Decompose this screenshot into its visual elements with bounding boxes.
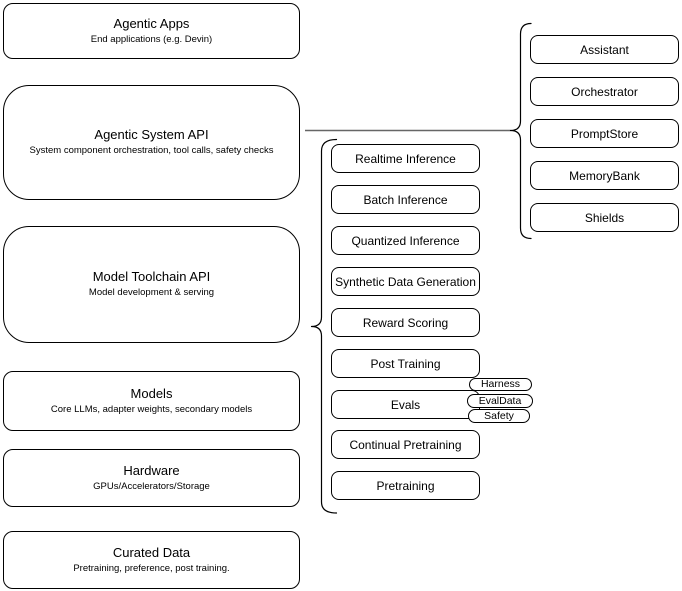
box-model-toolchain-api: Model Toolchain API Model development & … xyxy=(3,226,300,343)
tag-label: EvalData xyxy=(478,394,522,407)
node-assistant: Assistant xyxy=(530,35,679,64)
tag-label: Safety xyxy=(484,409,514,422)
box-agentic-apps: Agentic Apps End applications (e.g. Devi… xyxy=(3,3,300,59)
toolchain-brace xyxy=(310,138,338,514)
node-label: Post Training xyxy=(370,356,441,371)
node-label: Evals xyxy=(390,397,421,412)
box-models: Models Core LLMs, adapter weights, secon… xyxy=(3,371,300,431)
node-orchestrator: Orchestrator xyxy=(530,77,679,106)
node-label: Realtime Inference xyxy=(355,151,456,166)
box-subtitle: Pretraining, preference, post training. xyxy=(73,562,230,574)
tag-harness: Harness xyxy=(469,378,532,391)
box-subtitle: GPUs/Accelerators/Storage xyxy=(93,480,210,492)
node-label: Synthetic Data Generation xyxy=(335,274,476,289)
node-shields: Shields xyxy=(530,203,679,232)
node-label: MemoryBank xyxy=(569,168,640,183)
box-subtitle: Core LLMs, adapter weights, secondary mo… xyxy=(50,403,253,415)
node-post-training: Post Training xyxy=(331,349,480,378)
node-label: Orchestrator xyxy=(571,84,638,99)
node-batch-inference: Batch Inference xyxy=(331,185,480,214)
node-memorybank: MemoryBank xyxy=(530,161,679,190)
box-curated-data: Curated Data Pretraining, preference, po… xyxy=(3,531,300,589)
tag-safety: Safety xyxy=(468,409,530,423)
box-subtitle: End applications (e.g. Devin) xyxy=(90,33,213,45)
node-label: Reward Scoring xyxy=(362,315,449,330)
node-label: Continual Pretraining xyxy=(349,437,462,452)
tag-label: Harness xyxy=(480,378,521,391)
node-synthetic-data-generation: Synthetic Data Generation xyxy=(331,267,480,296)
node-quantized-inference: Quantized Inference xyxy=(331,226,480,255)
node-label: Assistant xyxy=(580,42,629,57)
tag-evaldata: EvalData xyxy=(467,394,533,408)
box-title: Models xyxy=(130,385,173,401)
node-pretraining: Pretraining xyxy=(331,471,480,500)
node-label: Pretraining xyxy=(376,478,435,493)
agentic-components-brace xyxy=(509,22,532,240)
node-promptstore: PromptStore xyxy=(530,119,679,148)
box-hardware: Hardware GPUs/Accelerators/Storage xyxy=(3,449,300,507)
box-title: Hardware xyxy=(123,462,180,478)
box-subtitle: System component orchestration, tool cal… xyxy=(29,145,274,157)
box-agentic-system-api: Agentic System API System component orch… xyxy=(3,85,300,200)
node-label: Quantized Inference xyxy=(351,233,460,248)
node-label: PromptStore xyxy=(570,126,639,141)
box-title: Agentic Apps xyxy=(113,15,190,31)
box-title: Curated Data xyxy=(112,544,191,560)
box-title: Model Toolchain API xyxy=(92,269,211,285)
box-title: Agentic System API xyxy=(94,127,209,143)
node-evals: Evals xyxy=(331,390,480,419)
box-subtitle: Model development & serving xyxy=(88,287,215,299)
node-label: Shields xyxy=(584,210,625,225)
node-continual-pretraining: Continual Pretraining xyxy=(331,430,480,459)
node-reward-scoring: Reward Scoring xyxy=(331,308,480,337)
node-label: Batch Inference xyxy=(363,192,448,207)
node-realtime-inference: Realtime Inference xyxy=(331,144,480,173)
